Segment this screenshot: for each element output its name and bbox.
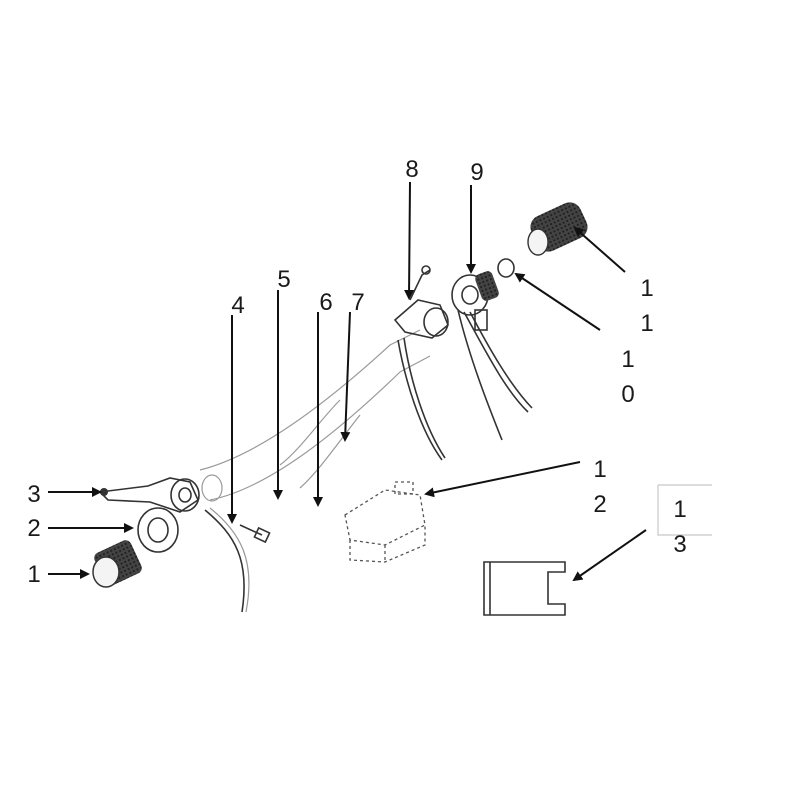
leader-lines xyxy=(48,181,647,582)
callout-5: 5 xyxy=(277,266,290,293)
right-brake-lever xyxy=(393,265,449,461)
callout-12: 1 2 xyxy=(593,456,606,518)
callout-13-line-2: 3 xyxy=(673,531,686,558)
callout-13-line-1: 1 xyxy=(673,496,686,523)
callout-1: 1 xyxy=(27,561,40,588)
callout-7: 7 xyxy=(351,289,364,316)
throttle-ring xyxy=(497,258,515,278)
left-grip xyxy=(92,540,142,588)
callout-11-line-2: 1 xyxy=(640,310,653,337)
callout-10: 1 0 xyxy=(621,346,634,408)
controller-box xyxy=(344,481,426,563)
callout-labels: 1 2 3 4 5 6 7 8 9 1 0 1 1 1 2 1 3 xyxy=(27,156,686,588)
left-washer xyxy=(137,507,179,553)
mounting-bracket xyxy=(483,561,566,616)
handlebar-tube xyxy=(199,329,431,502)
callout-13: 1 3 xyxy=(673,496,686,558)
throttle-housing xyxy=(451,271,533,441)
callout-10-line-1: 1 xyxy=(621,346,634,373)
callout-11-line-1: 1 xyxy=(640,275,653,302)
callout-12-line-2: 2 xyxy=(593,491,606,518)
callout-2: 2 xyxy=(27,515,40,542)
callout-8: 8 xyxy=(405,156,418,183)
callout-6: 6 xyxy=(319,289,332,316)
callout-10-line-2: 0 xyxy=(621,381,634,408)
callout-box xyxy=(657,484,712,536)
callout-4: 4 xyxy=(231,292,244,319)
right-grip xyxy=(527,202,588,256)
callout-9: 9 xyxy=(470,159,483,186)
callout-3: 3 xyxy=(27,481,40,508)
left-cable xyxy=(204,507,271,613)
callout-12-line-1: 1 xyxy=(593,456,606,483)
left-brake-lever xyxy=(98,477,200,513)
callout-11: 1 1 xyxy=(640,275,653,337)
